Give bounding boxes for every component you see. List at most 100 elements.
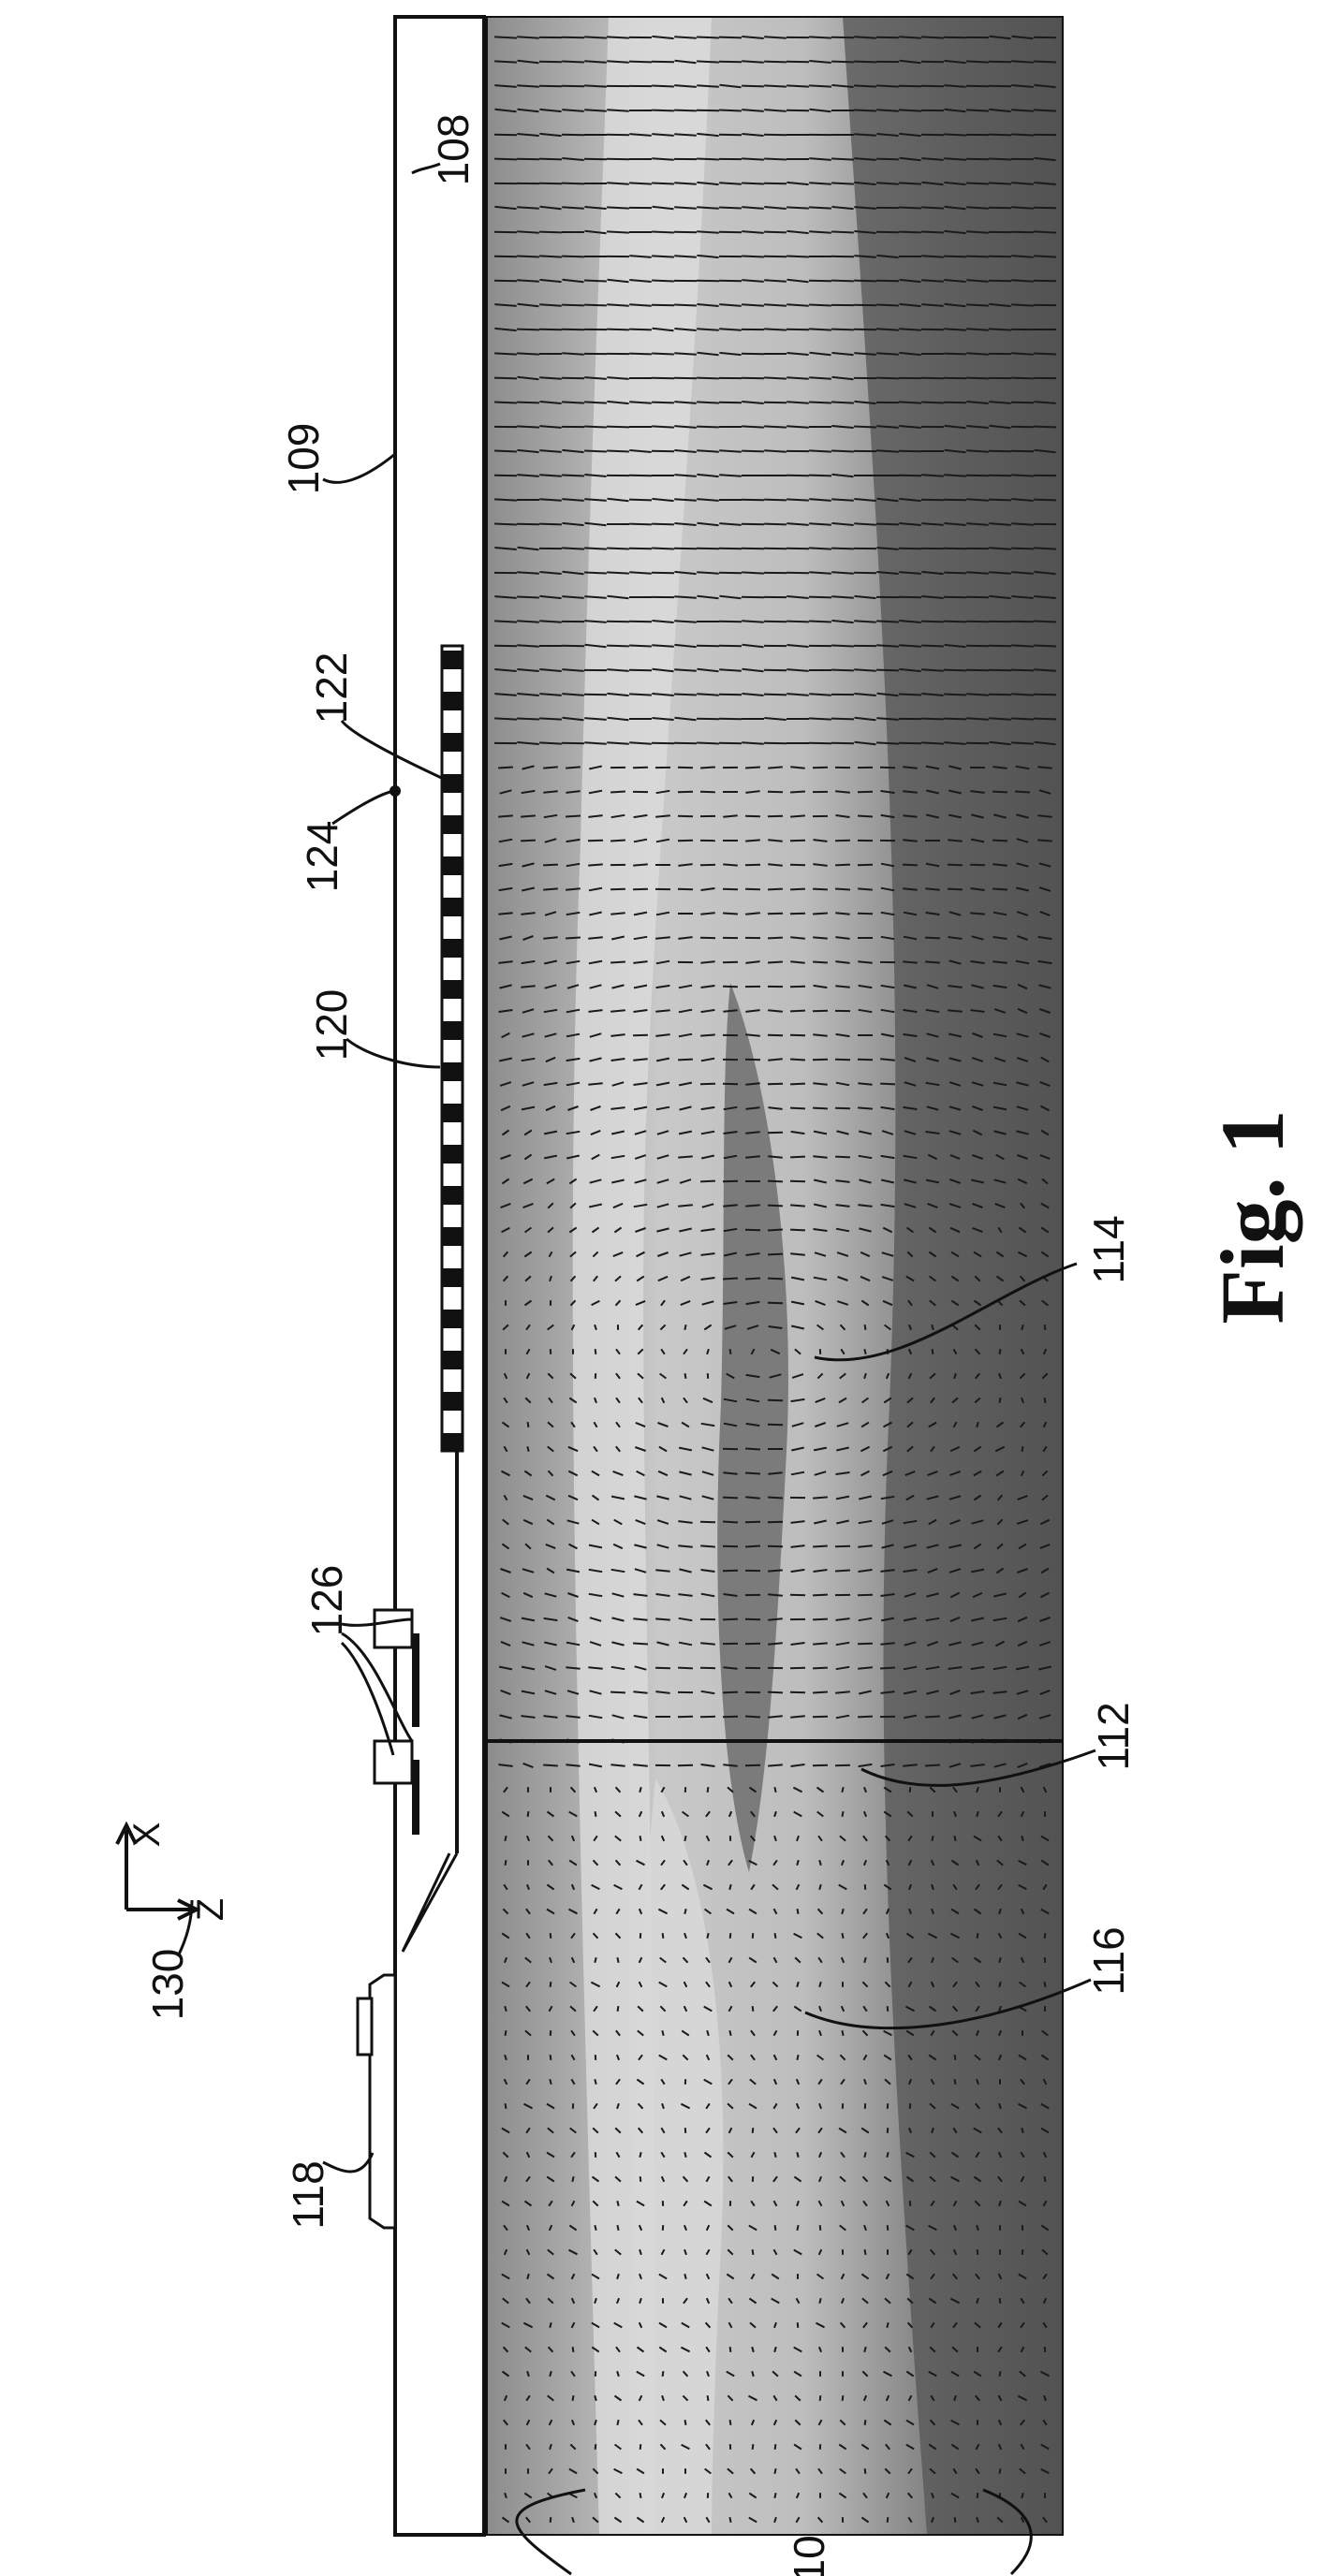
flow-vector bbox=[745, 1765, 760, 1766]
flow-vector bbox=[652, 378, 674, 379]
flow-vector bbox=[768, 1254, 783, 1255]
flow-vector bbox=[1011, 427, 1034, 428]
flow-vector bbox=[742, 61, 764, 62]
flow-vector bbox=[723, 914, 738, 915]
flow-vector bbox=[865, 1325, 866, 1330]
flow-vector bbox=[652, 281, 674, 282]
flow-vector bbox=[539, 499, 562, 500]
flow-vector bbox=[753, 2006, 754, 2012]
flow-vector bbox=[854, 427, 876, 428]
flow-vector bbox=[903, 791, 918, 792]
flow-vector bbox=[539, 329, 562, 330]
flow-vector bbox=[562, 62, 584, 63]
flow-vector bbox=[633, 1764, 648, 1765]
flow-vector bbox=[842, 1811, 843, 1817]
flow-vector bbox=[742, 256, 764, 257]
flow-vector bbox=[768, 1181, 783, 1182]
flow-vector bbox=[494, 281, 517, 282]
flow-vector bbox=[831, 743, 854, 744]
flow-vector bbox=[876, 742, 899, 743]
flow-vector bbox=[697, 110, 719, 111]
flow-vector bbox=[764, 232, 787, 233]
flow-vector bbox=[528, 1811, 529, 1817]
flow-vector bbox=[697, 159, 719, 160]
flow-vector bbox=[977, 1811, 978, 1817]
flow-vector bbox=[768, 1035, 783, 1036]
flow-vector bbox=[768, 1594, 783, 1595]
flow-vector bbox=[742, 158, 764, 159]
flow-vector bbox=[506, 2103, 507, 2109]
flow-vector bbox=[831, 670, 854, 671]
flow-vector bbox=[494, 499, 517, 500]
flow-vector bbox=[629, 670, 652, 671]
flow-vector bbox=[539, 377, 562, 378]
flow-vector bbox=[992, 864, 1007, 865]
flow-vector bbox=[617, 1957, 618, 1963]
label-110: 110 bbox=[785, 2535, 833, 2576]
flow-vector bbox=[562, 256, 584, 257]
flow-vector bbox=[494, 256, 517, 257]
component-118 bbox=[370, 1975, 395, 2228]
flow-vector bbox=[617, 2201, 618, 2206]
flow-vector bbox=[494, 718, 517, 719]
transducer-element bbox=[442, 856, 463, 875]
transducer-element bbox=[442, 1186, 463, 1205]
flow-vector bbox=[730, 1933, 731, 1939]
flow-vector bbox=[745, 816, 760, 817]
flow-vector bbox=[517, 597, 539, 598]
flow-vector bbox=[910, 2103, 911, 2109]
flow-vector bbox=[617, 2225, 618, 2231]
flow-vector bbox=[835, 1691, 850, 1692]
flow-vector bbox=[745, 1619, 760, 1620]
flow-vector bbox=[809, 281, 831, 282]
flow-vector bbox=[858, 1667, 873, 1668]
flow-vector bbox=[775, 1933, 776, 1939]
flow-image bbox=[487, 17, 1063, 2535]
flow-vector bbox=[617, 2420, 618, 2425]
flow-vector bbox=[584, 573, 607, 574]
flow-vector bbox=[813, 962, 828, 963]
flow-vector bbox=[745, 1034, 760, 1035]
flow-vector bbox=[790, 792, 805, 793]
flow-vector bbox=[1000, 1398, 1001, 1403]
flow-vector bbox=[989, 500, 1011, 501]
flow-vector bbox=[723, 1279, 738, 1280]
flow-vector bbox=[633, 864, 648, 865]
flow-vector bbox=[663, 1933, 664, 1939]
flow-vector bbox=[809, 548, 831, 549]
flow-vector bbox=[966, 743, 989, 744]
flow-vector bbox=[723, 1449, 738, 1450]
flow-vector bbox=[790, 1060, 805, 1061]
flow-vector bbox=[831, 37, 854, 38]
flow-vector bbox=[921, 329, 944, 330]
flow-vector bbox=[527, 1446, 528, 1452]
flow-vector bbox=[966, 378, 989, 379]
flow-vector bbox=[742, 304, 764, 305]
flow-vector bbox=[989, 62, 1011, 63]
flow-vector bbox=[876, 524, 899, 525]
flow-vector bbox=[674, 207, 697, 208]
flow-vector bbox=[633, 1059, 647, 1060]
flow-vector bbox=[813, 1546, 828, 1547]
flow-vector bbox=[745, 1546, 760, 1547]
flow-vector bbox=[921, 86, 944, 87]
flow-vector bbox=[1037, 840, 1052, 841]
flow-vector bbox=[528, 1422, 529, 1427]
flow-vector bbox=[764, 85, 787, 86]
flow-vector bbox=[790, 937, 805, 938]
flow-vector bbox=[674, 743, 697, 744]
flow-vector bbox=[584, 742, 607, 743]
flow-vector bbox=[764, 159, 787, 160]
flow-vector bbox=[764, 280, 787, 281]
flow-vector bbox=[629, 62, 652, 63]
flow-vector bbox=[858, 1717, 873, 1718]
flow-vector bbox=[1045, 1325, 1046, 1330]
flow-vector bbox=[723, 1498, 738, 1499]
flow-vector bbox=[790, 841, 805, 842]
transducer-element bbox=[442, 1104, 463, 1122]
flow-vector bbox=[944, 354, 966, 355]
flow-vector bbox=[764, 500, 787, 501]
flow-vector bbox=[787, 85, 809, 86]
flow-vector bbox=[865, 2249, 866, 2255]
flow-vector bbox=[652, 110, 674, 111]
